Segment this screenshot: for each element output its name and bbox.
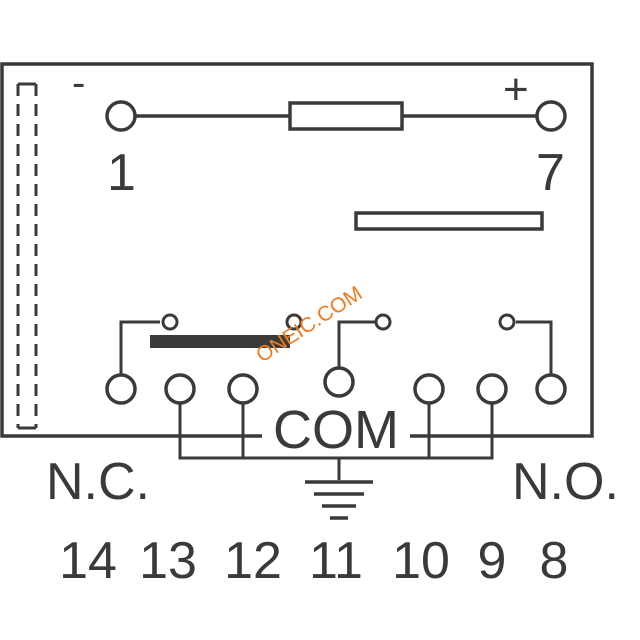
- coil-circuit: [105, 100, 567, 132]
- contact-points: [161, 313, 516, 331]
- coil-pin-7-terminal: [535, 100, 567, 132]
- watermark-text: ONEIC.COM: [252, 282, 366, 367]
- coil-resistor: [288, 101, 404, 131]
- contact-wiring: [119, 320, 553, 480]
- shield-strip: [16, 82, 38, 430]
- pin-12-terminal: [227, 373, 259, 405]
- pin-9-terminal: [476, 373, 508, 405]
- pin-number-14: 14: [59, 532, 117, 590]
- contact-blade: [150, 335, 290, 348]
- pin-14-terminal: [105, 373, 137, 405]
- pin-number-11: 11: [309, 532, 363, 590]
- pin-number-9: 9: [478, 532, 507, 590]
- armature-bar: [354, 211, 544, 231]
- pin-11-terminal: [323, 366, 355, 398]
- com-label: COM: [273, 400, 399, 460]
- pin-13-terminal: [164, 373, 196, 405]
- coil-pin-1-terminal: [105, 100, 137, 132]
- pin-10-terminal: [413, 373, 445, 405]
- pin-1-label: 1: [107, 144, 136, 202]
- pin-terminals: [105, 366, 567, 405]
- minus-label: -: [72, 61, 85, 105]
- pin-7-label: 7: [536, 144, 565, 202]
- pin-8-terminal: [535, 373, 567, 405]
- pin-number-13: 13: [139, 532, 197, 590]
- no-label: N.O.: [512, 453, 619, 511]
- pin-number-10: 10: [392, 532, 450, 590]
- pin-number-12: 12: [224, 532, 282, 590]
- nc-label: N.C.: [46, 453, 150, 511]
- ground-icon: [305, 480, 373, 520]
- pin-number-8: 8: [540, 532, 569, 590]
- plus-label: +: [503, 65, 529, 114]
